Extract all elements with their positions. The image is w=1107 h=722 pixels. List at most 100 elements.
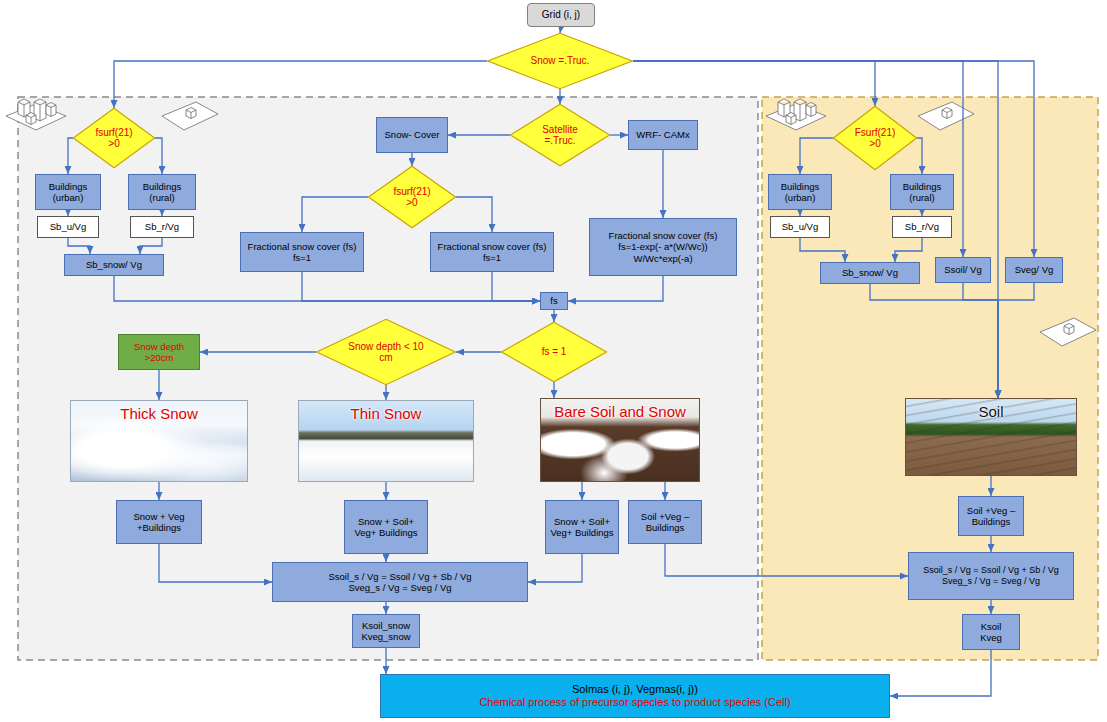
- node-text: Snow + Veg +Buildings: [120, 511, 198, 533]
- node-text: Fractional snow cover (fs): [248, 241, 357, 252]
- flow-arrow: [448, 134, 510, 135]
- flow-arrow: [114, 276, 540, 301]
- node-text: Kveg: [980, 632, 1002, 643]
- flow-arrow: [158, 370, 159, 400]
- node-text: Soil +Veg – Buildings: [962, 505, 1020, 527]
- process-box: Buildings (urban): [35, 174, 101, 210]
- diamond-label: Fsurf(21) >0: [851, 127, 898, 150]
- flow-arrow: [302, 272, 540, 301]
- decision-diamond: Satellite =.Truc.: [510, 104, 610, 166]
- node-text: Snow + Soil+ Veg+ Buildings: [549, 516, 615, 538]
- node-text: Chemical process of precursor species to…: [479, 696, 790, 709]
- process-box: Grid (i, j): [527, 3, 595, 27]
- node-text: Kveg_snow: [361, 631, 410, 642]
- decision-diamond: fs = 1: [501, 322, 607, 382]
- process-box: Solmas (i, j), Vegmas(i, j))Chemical pro…: [380, 674, 890, 718]
- decision-diamond: fsurf(21) >0: [73, 108, 155, 168]
- node-text: Ksoil_snow: [362, 620, 410, 631]
- building-icon: [162, 102, 218, 130]
- photo-title: Thick Snow: [120, 405, 198, 423]
- node-text: Snow depth >20cm: [122, 341, 196, 363]
- node-text: Sb_r/Vg: [145, 221, 179, 232]
- process-box: Buildings (rural): [890, 174, 954, 210]
- flow-arrow: [662, 150, 663, 218]
- flow-arrow: [158, 482, 159, 500]
- flow-arrow: [665, 544, 908, 576]
- building-icon: [1040, 318, 1096, 346]
- flow-arrow: [990, 600, 991, 614]
- flow-arrow: [890, 650, 991, 696]
- process-box: Snow depth >20cm: [118, 334, 200, 370]
- flow-arrow: [800, 138, 833, 174]
- process-box: Sb_snow/ Vg: [820, 262, 920, 284]
- diamond-outline: [833, 106, 916, 169]
- node-text: Snow + Soil+ Veg+ Buildings: [348, 516, 424, 538]
- photo-panel: Thick Snow: [70, 400, 248, 482]
- process-box: Sb_snow/ Vg: [64, 254, 164, 276]
- node-text: Sb_u/Vg: [782, 221, 818, 232]
- flow-arrow: [990, 536, 991, 552]
- node-text: fs = 1: [542, 346, 567, 358]
- diamond-outline: [488, 33, 633, 88]
- flow-arrow: [560, 27, 561, 33]
- process-box: Snow + Soil+ Veg+ Buildings: [344, 500, 428, 554]
- node-text: Fractional snow cover (fs): [438, 241, 547, 252]
- node-text: Satellite =.Truc.: [532, 124, 588, 147]
- node-text: Sveg_s / Vg = Sveg / Vg: [348, 582, 451, 593]
- flow-arrow: [302, 197, 368, 232]
- flow-arrow: [528, 554, 582, 582]
- node-text: Snow depth < 10 cm: [347, 341, 425, 364]
- node-text: Fractional snow cover (fs): [609, 230, 718, 241]
- diamond-label: fsurf(21) >0: [91, 127, 137, 150]
- flow-arrow: [200, 351, 316, 352]
- node-text: Buildings (urban): [772, 181, 828, 203]
- node-text: Sb_snow/ Vg: [86, 259, 142, 270]
- diamond-outline: [511, 104, 610, 165]
- flow-arrow: [385, 482, 386, 500]
- flow-arrow: [385, 385, 386, 400]
- process-box: fs: [540, 292, 568, 310]
- flow-arrow: [633, 61, 875, 106]
- node-text: fs: [550, 295, 557, 306]
- node-text: Snow- Cover: [385, 129, 440, 140]
- photo-panel: Thin Snow: [298, 400, 474, 482]
- flow-arrow: [385, 554, 386, 562]
- process-box: Sb_r/Vg: [892, 216, 952, 238]
- diamond-label: fsurf(21) >0: [387, 186, 436, 209]
- process-box: Buildings (urban): [768, 174, 832, 210]
- node-text: Buildings (rural): [132, 181, 192, 203]
- process-box: Sb_u/Vg: [37, 216, 99, 238]
- node-text: fsurf(21) >0: [387, 186, 436, 209]
- region-panel: [18, 97, 758, 660]
- diamond-label: Snow =.Truc.: [531, 55, 590, 67]
- flow-arrow: [664, 482, 665, 500]
- flow-arrow: [568, 276, 663, 301]
- photo-title: Soil: [978, 403, 1003, 421]
- node-text: WRF- CAMx: [636, 129, 689, 140]
- diamond-outline: [317, 319, 456, 384]
- flow-arrow: [553, 382, 554, 398]
- flow-arrow: [581, 482, 582, 500]
- process-box: Soil +Veg – Buildings: [628, 500, 702, 544]
- flow-arrow: [68, 238, 90, 254]
- diamond-outline: [368, 166, 455, 227]
- photo-panel: Soil: [905, 398, 1077, 476]
- node-text: Sb_r/Vg: [905, 221, 939, 232]
- decision-diamond: Snow =.Truc.: [487, 33, 633, 89]
- photo-panel: Bare Soil and Snow: [540, 398, 700, 482]
- process-box: Snow + Soil+ Veg+ Buildings: [545, 500, 619, 554]
- flow-arrow: [68, 138, 73, 174]
- flow-arrow: [553, 310, 554, 322]
- flow-arrow: [990, 476, 991, 496]
- flow-arrow: [559, 89, 560, 104]
- process-box: Ksoil_snowKveg_snow: [352, 614, 420, 648]
- process-box: Ssoil_s / Vg = Ssoil / Vg + Sb / VgSveg_…: [908, 552, 1074, 600]
- node-text: Snow =.Truc.: [531, 55, 590, 67]
- building-icon: [6, 99, 66, 130]
- node-text: Buildings (rural): [894, 181, 950, 203]
- process-box: Sveg/ Vg: [1005, 257, 1063, 283]
- diamond-label: fs = 1: [542, 346, 567, 358]
- building-icon: [918, 102, 974, 130]
- process-box: Soil +Veg – Buildings: [958, 496, 1024, 536]
